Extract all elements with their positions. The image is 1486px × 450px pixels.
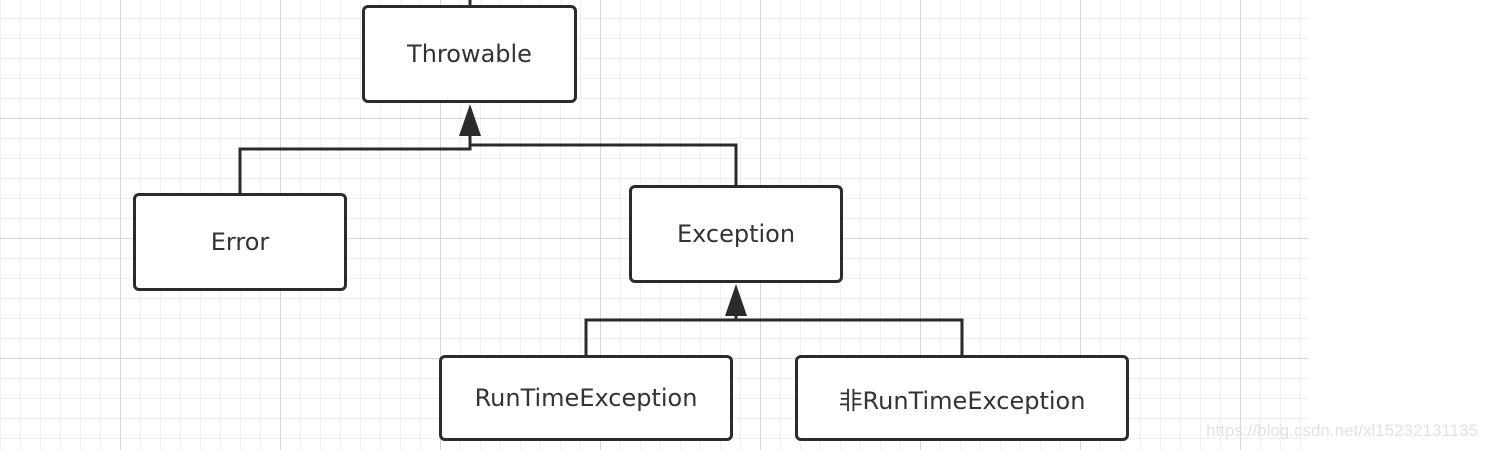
- inheritance-arrowhead-exception: [725, 284, 747, 316]
- node-runtime-exception[interactable]: RunTimeException: [439, 355, 733, 441]
- node-non-runtime-exception-label: 非RunTimeException: [838, 386, 1086, 415]
- edge-error-to-throwable: [238, 134, 472, 193]
- node-exception-label: Exception: [676, 220, 796, 248]
- edge-exception-to-throwable: [468, 134, 738, 185]
- node-throwable-label: Throwable: [407, 40, 532, 68]
- edge-nonruntimeexception-to-exception: [736, 318, 964, 355]
- node-throwable[interactable]: Throwable: [362, 5, 577, 103]
- node-non-runtime-exception[interactable]: 非RunTimeException: [795, 355, 1129, 441]
- node-error[interactable]: Error: [133, 193, 347, 291]
- watermark: https://blog.csdn.net/xl15232131135: [1206, 421, 1478, 440]
- connector-layer: [238, 0, 964, 355]
- diagram-canvas: Throwable Error Exception RunTimeExcepti…: [0, 0, 1308, 450]
- node-error-label: Error: [210, 228, 270, 256]
- node-runtime-exception-label: RunTimeException: [474, 384, 698, 412]
- edge-runtimeexception-to-exception: [584, 314, 738, 355]
- node-exception[interactable]: Exception: [629, 185, 843, 283]
- inheritance-arrowhead-throwable: [459, 104, 481, 136]
